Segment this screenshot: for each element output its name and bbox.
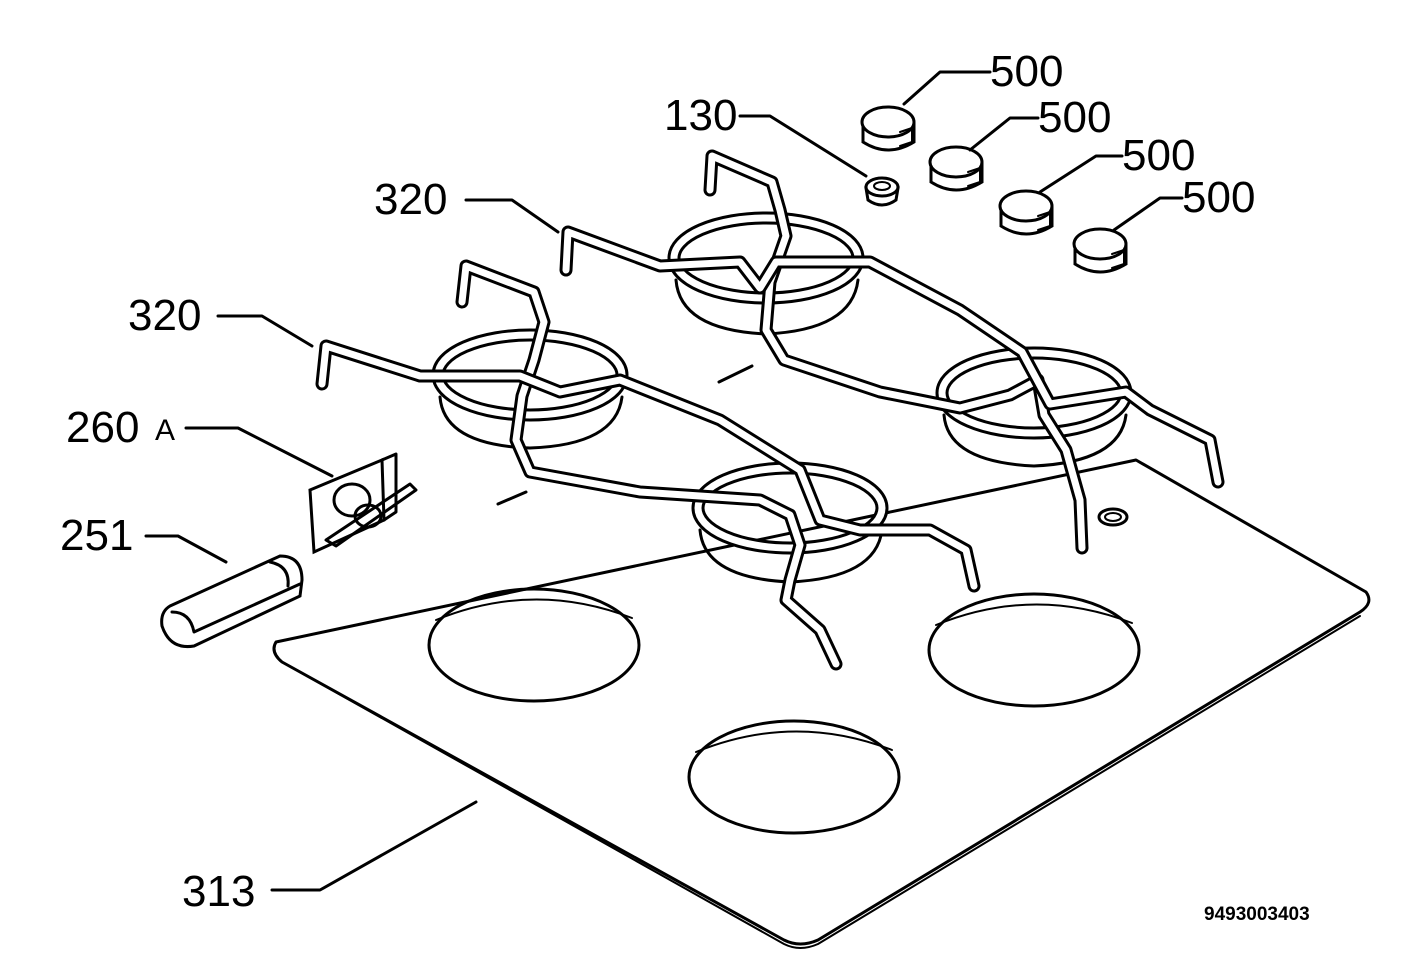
burner-cutout-front <box>687 719 901 835</box>
callout-knob-2: 500 <box>1038 93 1111 142</box>
burner-cutout-left <box>427 587 641 703</box>
control-knob-icon <box>998 189 1054 236</box>
control-knob-icon <box>928 145 984 192</box>
cooktop-plate <box>272 364 1371 949</box>
callout-button-cap: 130 <box>664 91 737 140</box>
callout-grid-rear: 320 <box>374 175 447 224</box>
plate-hole <box>1097 507 1129 527</box>
callout-knob-4: 500 <box>1182 173 1255 222</box>
callout-bracket-suffix: A <box>155 414 175 447</box>
leader-lines <box>144 70 1184 892</box>
callout-knob-1: 500 <box>990 47 1063 96</box>
callout-bracket: 260 <box>66 403 139 452</box>
button-cap-icon <box>864 176 900 207</box>
document-number: 9493003403 <box>1204 904 1310 925</box>
callout-cooktop-plate: 313 <box>182 867 255 916</box>
control-knob-icon <box>1072 227 1128 274</box>
callout-clip: 251 <box>60 511 133 560</box>
bracket-icon <box>308 452 418 555</box>
control-knob-icon <box>860 105 916 152</box>
callout-grid-front: 320 <box>128 291 201 340</box>
pan-support-grid-front <box>315 259 981 671</box>
callout-knob-3: 500 <box>1122 131 1195 180</box>
pan-support-grid-rear <box>559 149 1225 555</box>
burner-rings <box>431 211 1133 584</box>
burner-cutout-right <box>927 592 1141 708</box>
clip-icon <box>160 554 304 649</box>
